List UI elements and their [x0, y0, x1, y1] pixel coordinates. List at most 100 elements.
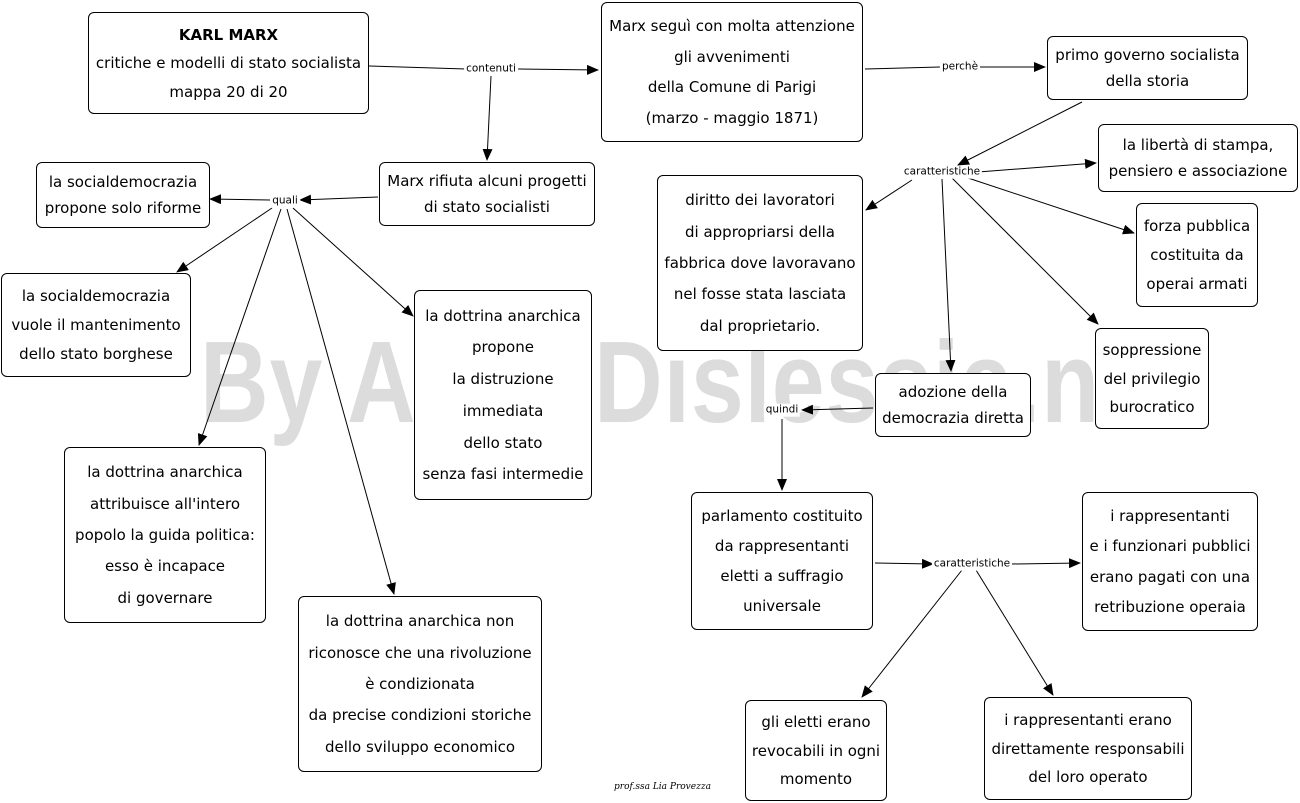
edge-contenuti-comune [517, 64, 599, 75]
node-liberta-stampa: la libertà di stampa, pensiero e associa… [1098, 124, 1298, 192]
node-anarchica-distruzione: la dottrina anarchica propone la distruz… [414, 290, 592, 500]
node-line: i rappresentanti [1110, 507, 1230, 526]
link-label-perche: perchè [939, 60, 981, 74]
node-line: di appropriarsi della [685, 222, 835, 241]
edge-quali-popolo [197, 208, 282, 446]
node-line: mappa 20 di 20 [169, 82, 288, 101]
node-line: gli eletti erano [761, 713, 871, 732]
node-line: nel fosse stata lasciata [673, 285, 847, 304]
edge-quali-rivoluzione [286, 208, 396, 595]
link-label-caratteristiche-2: caratteristiche [931, 557, 1013, 571]
link-label-quindi: quindi [763, 403, 801, 417]
node-line: di governare [117, 588, 213, 607]
node-line: e i funzionari pubblici [1089, 537, 1251, 556]
node-primo-governo: primo governo socialista della storia [1047, 36, 1248, 100]
node-line: propone [472, 338, 534, 357]
node-line: propone solo riforme [44, 199, 202, 217]
node-line: la distruzione [452, 370, 554, 389]
edge-car-democrazia [941, 178, 956, 372]
link-label-caratteristiche: caratteristiche [901, 165, 983, 179]
node-line: di stato socialisti [424, 197, 550, 216]
node-comune-di-parigi: Marx seguì con molta attenzione gli avve… [601, 2, 863, 142]
node-line: riconosce che una rivoluzione [308, 643, 532, 662]
node-anarchica-rivoluzione: la dottrina anarchica non riconosce che … [298, 596, 542, 772]
node-line: è condizionata [365, 674, 475, 693]
node-line: universale [743, 597, 821, 615]
node-line: gli avvenimenti [674, 47, 790, 66]
node-line: operai armati [1146, 275, 1248, 293]
edge-parlamento-car2 [874, 558, 934, 569]
node-line: critiche e modelli di stato socialista [95, 54, 362, 72]
node-line: la dottrina anarchica non [325, 612, 515, 631]
node-line: (marzo - maggio 1871) [645, 108, 819, 127]
node-title: KARL MARX [178, 25, 279, 44]
node-line: la dottrina anarchica [87, 463, 243, 482]
node-line: i rappresentanti erano [1004, 710, 1172, 729]
node-marx-rifiuta: Marx rifiuta alcuni progetti di stato so… [379, 162, 595, 226]
node-line: della storia [1105, 71, 1190, 90]
node-line: la libertà di stampa, [1122, 135, 1274, 154]
node-line: adozione della [898, 383, 1008, 402]
node-soppressione: soppressione del privilegio burocratico [1095, 328, 1209, 429]
node-line: pensiero e associazione [1108, 162, 1288, 181]
node-line: dal proprietario. [699, 316, 821, 335]
node-line: parlamento costituito [701, 507, 863, 525]
node-line: dello stato [463, 433, 543, 452]
node-parlamento: parlamento costituito da rappresentanti … [691, 492, 873, 630]
node-line: da rappresentanti [714, 537, 850, 555]
node-socialdemocrazia-stato: la socialdemocrazia vuole il manteniment… [1, 273, 191, 377]
node-line: erano pagati con una [1089, 567, 1251, 586]
edge-car-soppressione [951, 177, 1099, 325]
edge-car-liberta [977, 158, 1097, 173]
link-label-quali: quali [270, 194, 300, 208]
node-line: popolo la guida politica: [75, 525, 255, 544]
node-socialdemocrazia-riforme: la socialdemocrazia propone solo riforme [36, 162, 210, 228]
edge-car2-responsabili [975, 569, 1054, 696]
node-line: revocabili in ogni [751, 741, 881, 760]
edge-car-forza [964, 176, 1135, 235]
node-rappresentanti-pagati: i rappresentanti e i funzionari pubblici… [1082, 492, 1258, 631]
node-line: forza pubblica [1143, 217, 1251, 235]
node-line: della Comune di Parigi [647, 78, 817, 97]
node-line: costituita da [1150, 246, 1244, 264]
node-line: soppressione [1102, 341, 1202, 360]
node-line: dello sviluppo economico [324, 737, 516, 756]
link-label-contenuti: contenuti [464, 62, 518, 76]
edge-car-diritto [865, 179, 913, 211]
node-line: del loro operato [1028, 768, 1148, 787]
node-line: la socialdemocrazia [21, 287, 171, 305]
edge-democrazia-quindi [801, 404, 874, 415]
edge-car2-revocabili [861, 569, 963, 698]
node-line: la dottrina anarchica [425, 306, 581, 325]
node-line: immediata [462, 401, 544, 420]
node-line: la socialdemocrazia [48, 173, 198, 191]
node-line: dello stato borghese [19, 345, 173, 363]
edge-comune-perche [864, 66, 941, 70]
node-line: del privilegio [1103, 369, 1201, 388]
node-line: Marx rifiuta alcuni progetti [387, 172, 587, 191]
node-line: attribuisce all'intero [90, 494, 240, 513]
edge-quali-riforme [209, 194, 271, 205]
node-line: diritto dei lavoratori [685, 191, 835, 210]
node-line: eletti a suffragio [720, 567, 844, 585]
edge-contenuti-rifiuta [482, 75, 493, 161]
node-line: senza fasi intermedie [422, 465, 584, 484]
node-line: vuole il mantenimento [11, 316, 181, 334]
node-line: burocratico [1109, 397, 1195, 416]
node-line: retribuzione operaia [1094, 597, 1246, 616]
node-line: Marx seguì con molta attenzione [609, 17, 855, 36]
node-line: da precise condizioni storiche [308, 706, 532, 725]
node-forza-pubblica: forza pubblica costituita da operai arma… [1136, 203, 1258, 307]
node-rappresentanti-responsabili: i rappresentanti erano direttamente resp… [984, 697, 1192, 800]
node-line: fabbrica dove lavoravano [664, 253, 856, 272]
node-line: direttamente responsabili [991, 739, 1185, 758]
node-line: democrazia diretta [882, 408, 1024, 427]
edge-car2-pagati [1011, 558, 1081, 569]
edge-quali-distruzione [292, 207, 414, 317]
edge-rifiuta-quali [299, 194, 379, 205]
node-line: primo governo socialista [1055, 46, 1240, 65]
edge-quali-stato [176, 207, 273, 273]
edge-primo-caratteristiche [957, 101, 1083, 166]
node-democrazia-diretta: adozione della democrazia diretta [875, 373, 1031, 437]
